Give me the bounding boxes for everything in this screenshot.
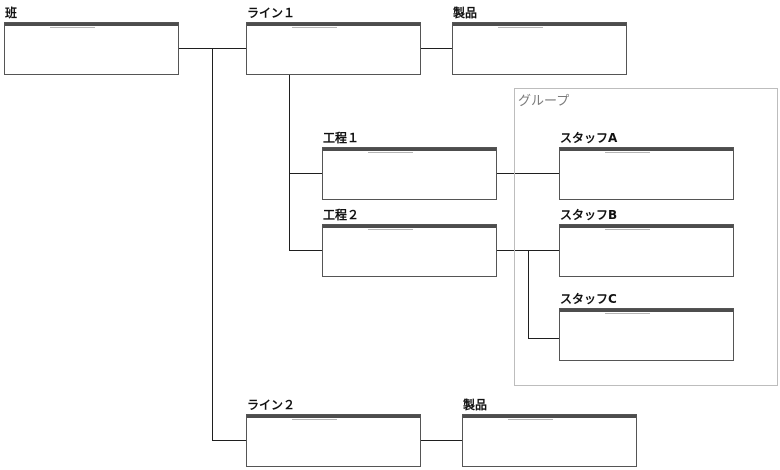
node-header-bar [323, 225, 496, 228]
node-header-tab [605, 313, 650, 314]
edge-line1-process2 [289, 173, 322, 251]
node-title-product2: 製品 [463, 398, 488, 412]
node-header-tab [605, 229, 650, 230]
node-title-line2: ライン２ [247, 398, 296, 412]
node-han[interactable] [4, 22, 179, 75]
node-header-bar [323, 148, 496, 151]
node-header-bar [247, 415, 420, 418]
node-line2[interactable] [246, 414, 421, 467]
node-header-tab [50, 27, 95, 28]
node-header-tab [292, 419, 337, 420]
node-product1[interactable] [452, 22, 627, 75]
node-title-process2: 工程２ [323, 208, 360, 222]
node-line1[interactable] [246, 22, 421, 75]
node-header-bar [247, 23, 420, 26]
edge-line1-process1 [289, 74, 322, 174]
node-header-bar [560, 148, 733, 151]
node-header-bar [463, 415, 636, 418]
edge-process2-staffC [528, 250, 559, 339]
node-header-tab [508, 419, 553, 420]
node-title-line1: ライン１ [247, 6, 296, 20]
node-header-tab [368, 152, 413, 153]
node-title-staffA: スタッフA [560, 131, 618, 145]
edge-han-line2 [212, 48, 246, 441]
node-title-process1: 工程１ [323, 131, 360, 145]
node-header-tab [292, 27, 337, 28]
node-header-bar [560, 225, 733, 228]
node-staffB[interactable] [559, 224, 734, 277]
node-header-tab [605, 152, 650, 153]
node-title-staffB: スタッフB [560, 208, 618, 222]
node-process2[interactable] [322, 224, 497, 277]
node-title-han: 班 [5, 6, 18, 20]
node-title-staffC: スタッフC [560, 292, 617, 306]
node-title-product1: 製品 [453, 6, 478, 20]
node-process1[interactable] [322, 147, 497, 200]
group-container [514, 88, 778, 386]
node-header-bar [560, 309, 733, 312]
node-header-bar [5, 23, 178, 26]
node-header-tab [368, 229, 413, 230]
node-header-tab [498, 27, 543, 28]
node-staffC[interactable] [559, 308, 734, 361]
node-product2[interactable] [462, 414, 637, 467]
node-header-bar [453, 23, 626, 26]
node-staffA[interactable] [559, 147, 734, 200]
group-label: グループ [518, 94, 570, 109]
